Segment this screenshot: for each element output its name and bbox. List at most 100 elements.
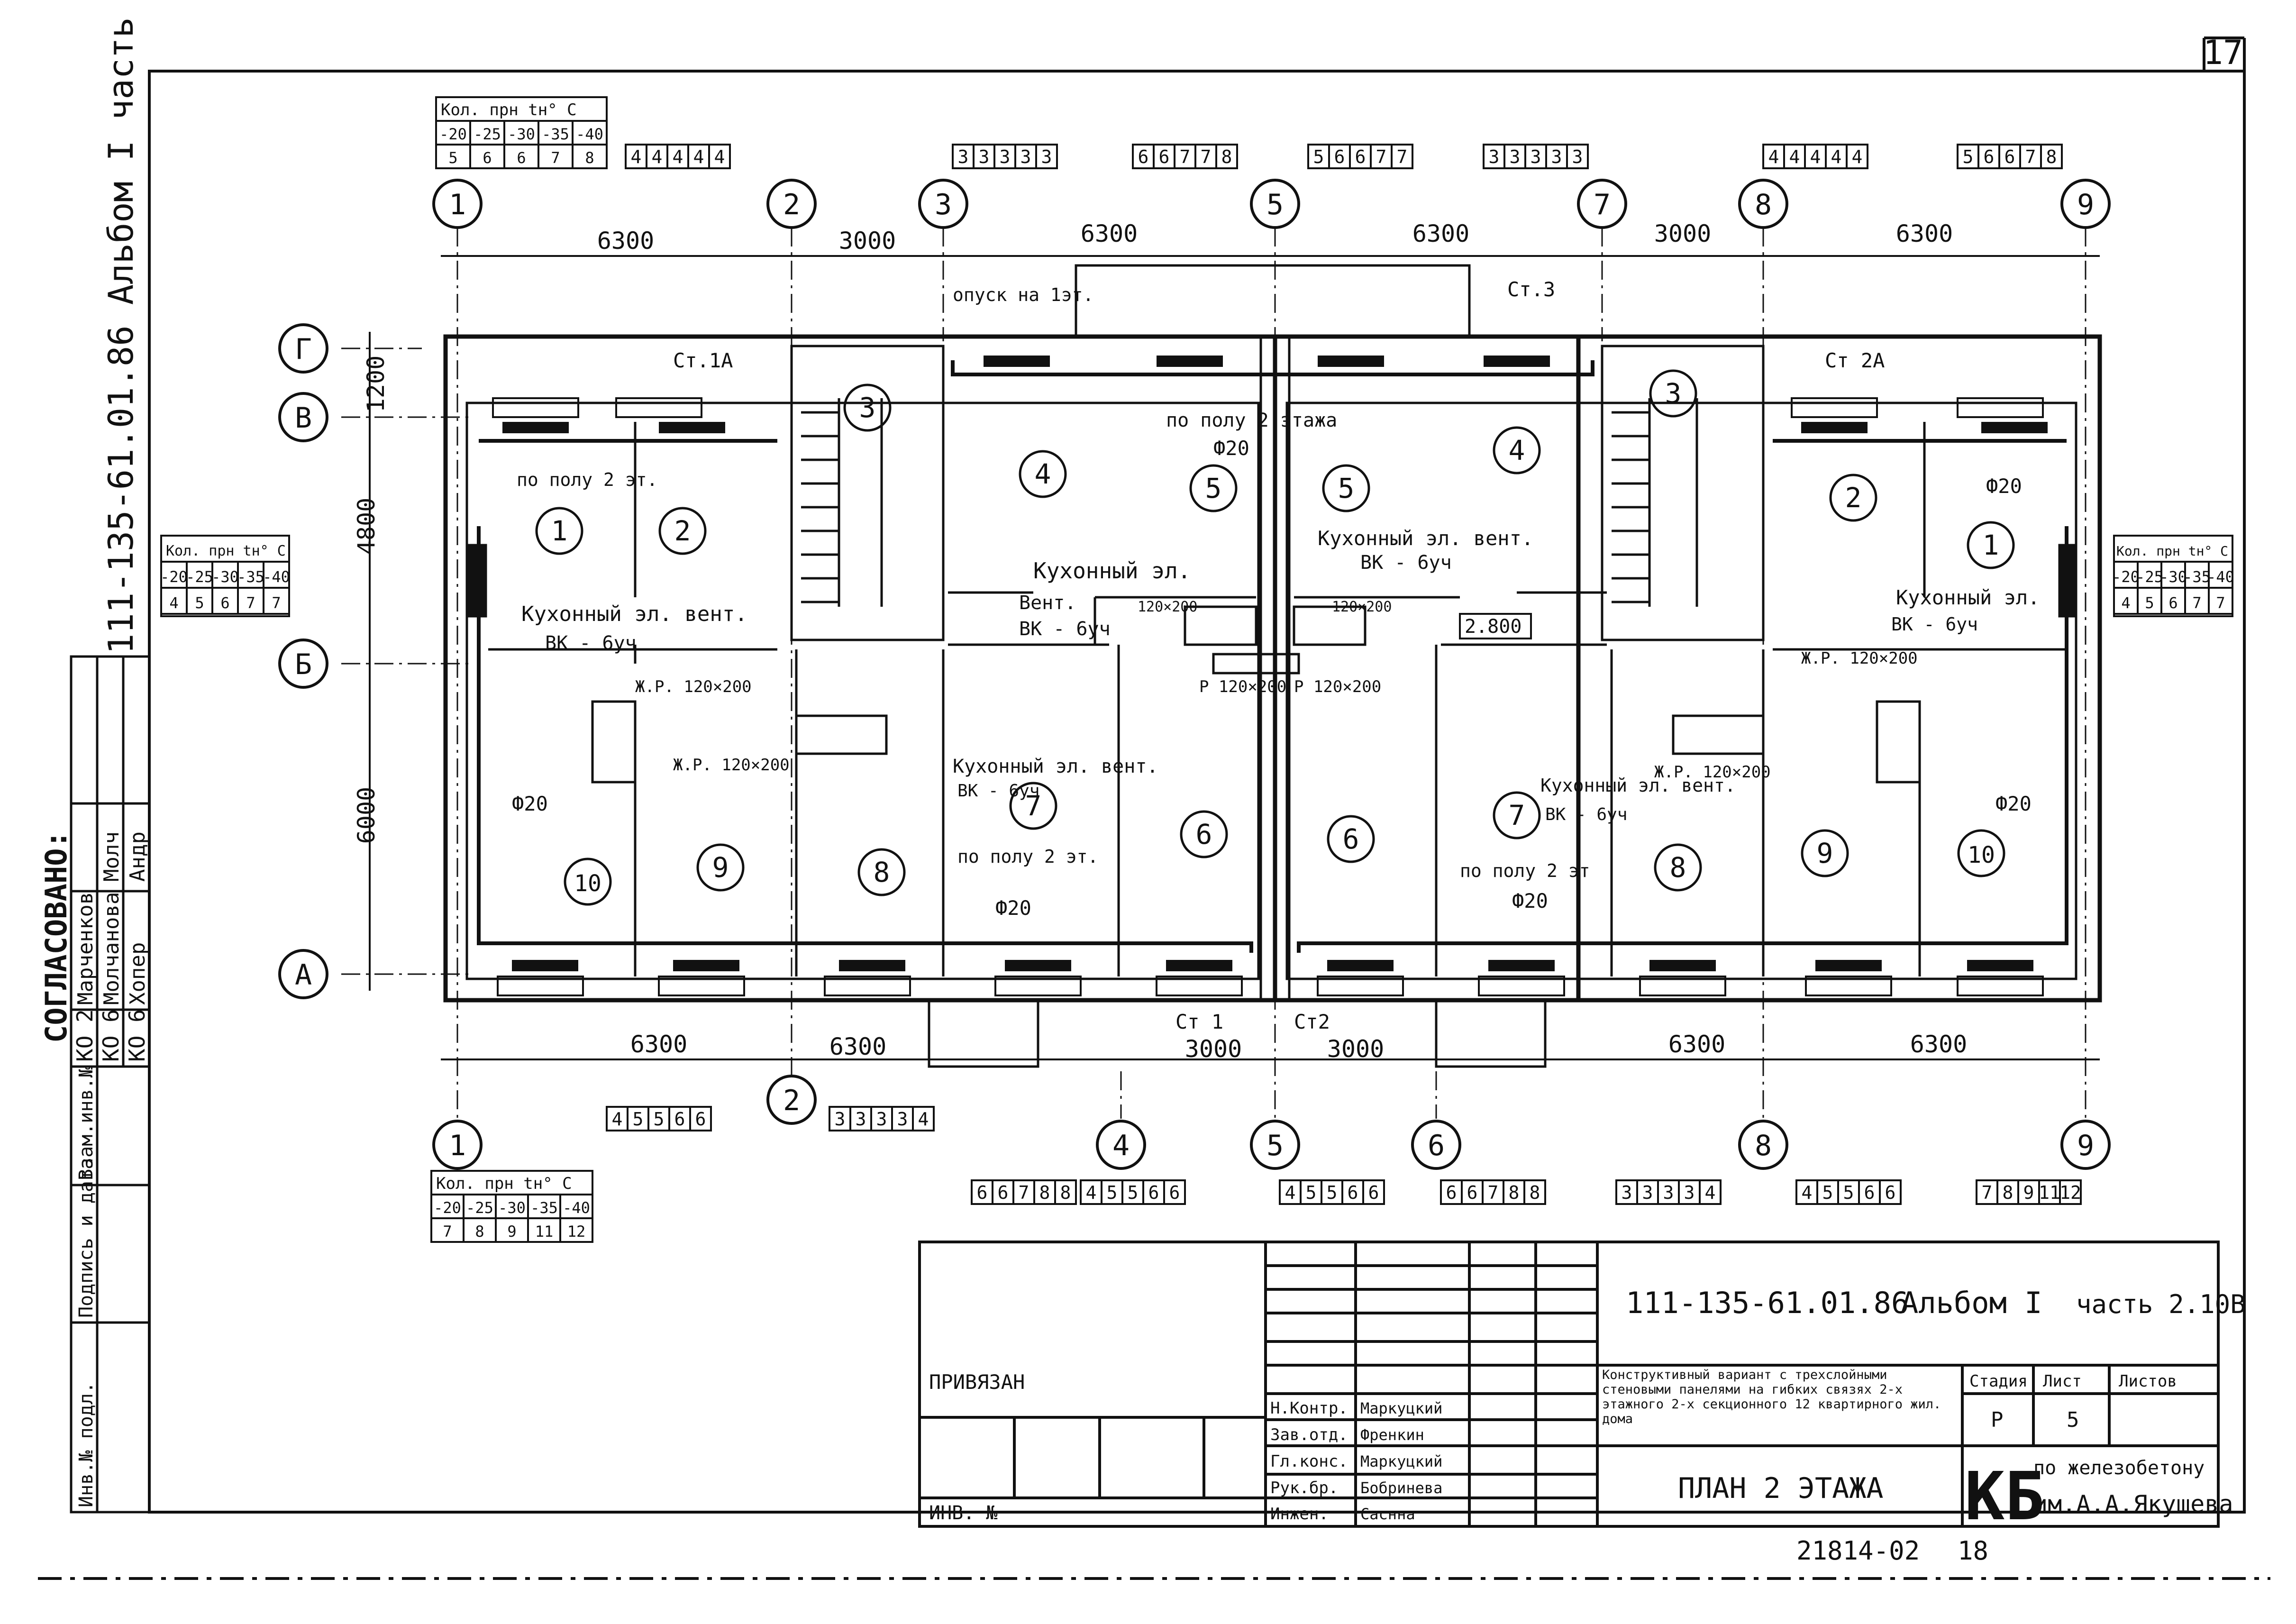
approved-title: СОГЛАСОВАНО: bbox=[39, 830, 73, 1043]
axis-top-9: 9 bbox=[2077, 188, 2094, 221]
room-7-left: 7 bbox=[1025, 790, 1042, 822]
count-bottom-8-value: 5 bbox=[1843, 1182, 1854, 1203]
count-bottom-6-value: 8 bbox=[1530, 1182, 1540, 1203]
count-bottom-1-value: 6 bbox=[674, 1109, 685, 1130]
count-top-5-value: 3 bbox=[1551, 146, 1562, 167]
axis-letter-v: В bbox=[295, 401, 312, 435]
count-top-1-value: 4 bbox=[714, 146, 725, 167]
count-bottom-4-value: 5 bbox=[1107, 1182, 1118, 1203]
count-bottom-8-value: 4 bbox=[1802, 1182, 1813, 1203]
count-bottom-2-cell bbox=[912, 1106, 935, 1131]
count-top-6-value: 4 bbox=[1852, 146, 1863, 167]
axis-top-1: 1 bbox=[449, 188, 466, 221]
room-4-left: 4 bbox=[1035, 458, 1051, 490]
count-bottom-4-value: 4 bbox=[1086, 1182, 1097, 1203]
stamp-vzam: Взам.инв.№ bbox=[75, 1066, 97, 1180]
room-5-right: 5 bbox=[1338, 472, 1355, 504]
room-9-left: 9 bbox=[712, 851, 729, 884]
count-top-7-cell bbox=[2040, 144, 2063, 169]
count-bottom-5-value: 6 bbox=[1348, 1182, 1358, 1203]
title-block bbox=[918, 1241, 2220, 1528]
count-top-1-value: 4 bbox=[693, 146, 704, 167]
temp-top-temp-value: -20 bbox=[439, 125, 467, 143]
dim-top-3: 6300 bbox=[1081, 220, 1138, 247]
exterior-wall-right bbox=[1273, 334, 2102, 1003]
count-bottom-2-value: 3 bbox=[856, 1109, 866, 1130]
temp-bottom-count-value: 11 bbox=[535, 1223, 554, 1241]
label-vent-a: Вент. bbox=[1019, 592, 1076, 614]
label-st1a: Ст.1А bbox=[673, 349, 733, 372]
label-po-polu-center: по полу 2 этажа bbox=[1166, 410, 1337, 431]
inv-label: ИНВ. № bbox=[929, 1502, 998, 1524]
count-top-1-value: 4 bbox=[631, 146, 642, 167]
axis-bottom-5: 5 bbox=[1266, 1129, 1284, 1162]
role-n-kontr: Н.Контр. bbox=[1270, 1399, 1348, 1418]
count-top-3-value: 7 bbox=[1180, 146, 1191, 167]
room-2-left: 2 bbox=[674, 515, 691, 547]
count-bottom-2-value: 3 bbox=[876, 1109, 887, 1130]
temp-right-temp-value: -20 bbox=[2112, 568, 2140, 586]
stamp-inv-orig: Инв.№ подл. bbox=[75, 1382, 97, 1507]
count-top-3-value: 6 bbox=[1159, 146, 1170, 167]
count-bottom-4-value: 6 bbox=[1169, 1182, 1180, 1203]
count-top-7-value: 5 bbox=[1963, 146, 1974, 167]
temp-left-count-value: 4 bbox=[169, 594, 178, 612]
axis-bottom-6: 6 bbox=[1428, 1129, 1445, 1162]
approved-dept-1: КО 2 bbox=[72, 1009, 98, 1062]
name-n-kontr: Маркуцкий bbox=[1360, 1399, 1442, 1417]
count-top-6-value: 4 bbox=[1831, 146, 1842, 167]
count-bottom-2-value: 3 bbox=[897, 1109, 908, 1130]
count-bottom-8-value: 6 bbox=[1885, 1182, 1896, 1203]
footer-page: 18 bbox=[1958, 1536, 1988, 1566]
temp-bottom-count-value: 9 bbox=[507, 1223, 516, 1241]
name-gl-kons: Маркуцкий bbox=[1360, 1452, 1442, 1470]
count-bottom-9-value: 11 bbox=[2039, 1182, 2060, 1203]
dim-left-3: 6000 bbox=[353, 787, 380, 844]
corner-sheet-number: 17 bbox=[2203, 33, 2243, 72]
count-bottom-1-cell bbox=[689, 1106, 712, 1131]
count-top-4-value: 6 bbox=[1334, 146, 1345, 167]
count-top-2-value: 3 bbox=[958, 146, 969, 167]
label-jr-1: Ж.Р. 120×200 bbox=[635, 677, 752, 696]
dim-bottom-2: 6300 bbox=[829, 1033, 886, 1060]
footer-number: 21814-02 bbox=[1796, 1536, 1920, 1566]
label-r-left: Р 120×200 bbox=[1199, 677, 1286, 696]
label-vk-far-right: ВК - 6уч bbox=[1891, 614, 1978, 635]
room-9-right: 9 bbox=[1817, 837, 1833, 869]
count-bottom-1-value: 6 bbox=[695, 1109, 706, 1130]
axis-top-5: 5 bbox=[1266, 188, 1284, 221]
temp-left-temp-value: -30 bbox=[211, 568, 239, 586]
count-top-1-value: 4 bbox=[652, 146, 663, 167]
count-bottom-2-value: 4 bbox=[918, 1109, 929, 1130]
stage-label: Стадия bbox=[1969, 1372, 2028, 1391]
count-bottom-9-value: 12 bbox=[2059, 1182, 2081, 1203]
temp-bottom-count-value: 8 bbox=[475, 1223, 484, 1241]
axis-top-3: 3 bbox=[935, 188, 952, 221]
org-mark: КБ bbox=[1965, 1458, 2045, 1535]
count-top-2-value: 3 bbox=[1041, 146, 1052, 167]
count-top-6-value: 4 bbox=[1789, 146, 1800, 167]
role-zav-otd: Зав.отд. bbox=[1270, 1425, 1348, 1444]
heating-pipes bbox=[477, 360, 2068, 953]
title-code: 111-135-61.01.86 bbox=[1626, 1286, 1909, 1320]
count-top-3-value: 6 bbox=[1138, 146, 1149, 167]
temp-right-count-value: 4 bbox=[2121, 594, 2130, 612]
label-st3: Ст.3 bbox=[1507, 278, 1555, 301]
temp-top-temp-value: -40 bbox=[576, 125, 603, 143]
axis-bottom-1: 1 bbox=[449, 1129, 466, 1162]
dim-bottom-5: 6300 bbox=[1668, 1031, 1725, 1058]
label-dim-120-left: 120×200 bbox=[1138, 599, 1197, 615]
dim-top-2: 3000 bbox=[839, 227, 896, 255]
count-bottom-4-cell bbox=[1163, 1179, 1186, 1205]
approved-sign-2: Молч bbox=[100, 831, 124, 882]
count-bottom-3-value: 6 bbox=[977, 1182, 988, 1203]
room-10-left: 10 bbox=[574, 870, 601, 897]
temp-left-temp-value: -35 bbox=[237, 568, 264, 586]
count-bottom-5-value: 4 bbox=[1285, 1182, 1296, 1203]
role-gl-kons: Гл.конс. bbox=[1270, 1452, 1348, 1471]
label-kitchen-a: Кухонный эл. bbox=[1033, 558, 1191, 584]
plan-title: ПЛАН 2 ЭТАЖА bbox=[1678, 1472, 1883, 1505]
room-markers bbox=[535, 369, 2015, 906]
count-top-7-value: 6 bbox=[2004, 146, 2015, 167]
